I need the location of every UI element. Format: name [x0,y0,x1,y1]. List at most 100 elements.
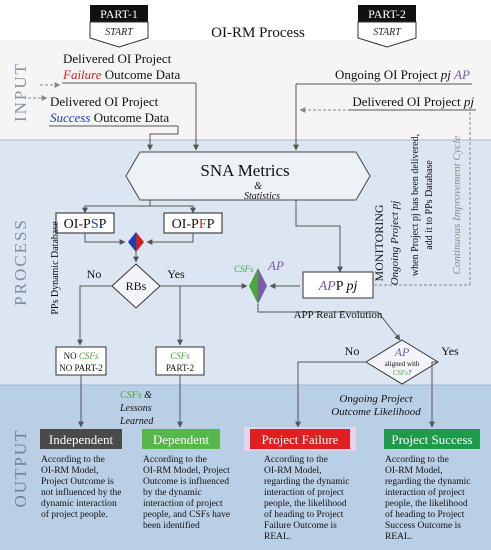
aligned-decision [365,339,439,385]
part1-start-flag: PART-1 START [89,5,149,48]
no-word: NO [64,351,79,361]
part1-start: START [105,27,134,38]
no-csfs-line1: NO CSFs [64,351,99,361]
pfp-f: F [199,217,207,232]
independent-desc-6: of project people. [41,509,108,520]
csfs-part2-line1: CSFs [170,351,190,361]
aligned-csfs: CSFs [393,369,408,377]
failure-rest: Outcome Data [102,67,181,82]
rbs-no: No [87,267,102,281]
oi-psp-label: OI-PSP [64,217,107,232]
output-success-header [384,429,480,449]
output-dependent: Dependent [142,429,220,449]
success-desc-5: people, the likelihood [385,499,468,509]
aligned-ap: AP [394,345,410,359]
output-dependent-header [142,429,220,449]
dependent-desc-2: OI-RM Model, Project [143,466,230,476]
failure-desc-5: people, the likelihood [264,499,347,509]
diagram-title: OI-RM Process [211,25,305,41]
output-independent-title: Independent [49,432,114,447]
output-failure-header [250,429,350,449]
likelihood-line2: Outcome Likelihood [331,406,421,418]
ap-tag: AP [267,258,284,273]
aligned-yes: Yes [441,344,459,358]
part2-start: START [373,27,402,38]
output-success: Project Success [384,429,480,449]
psp-s: S [91,217,99,232]
success-desc-1: According to the [385,455,449,465]
sna-title: SNA Metrics [200,161,289,180]
failure-desc-4: interaction of project [264,487,344,498]
success-desc-3: regarding the dynamic [385,477,470,487]
success-desc-6: of heading to Project [385,509,465,520]
output-independent-header [40,429,122,449]
aligned-q: ? [408,369,412,377]
success-word: Success [50,110,90,125]
success-desc-2: OI-RM Model, [385,466,443,476]
lessons-line2: Lessons [119,403,152,414]
psp-p: P [99,217,107,232]
pps-database-label: PPs Dynamic Database [50,221,61,315]
monitoring-label: MONITORING [372,204,386,281]
no-csfs-word: CSFs [79,351,99,361]
no-csfs-line2: NO PART-2 [59,363,103,373]
lessons-line3: Learned [119,416,154,427]
input-failure-line1: Delivered OI Project [63,51,172,66]
part1-label: PART-1 [100,7,138,21]
csfs-part2-box [155,346,205,376]
aligned-line3: CSFs? [393,369,412,377]
likelihood-line1: Ongoing Project [339,393,413,405]
input-band [0,40,491,140]
independent-desc-1: According to the [41,455,105,465]
output-failure-title: Project Failure [262,432,339,447]
part2-label: PART-2 [368,7,406,21]
failure-desc-8: REAL. [264,532,291,542]
sna-metrics-box [125,151,371,201]
csfs-ap-merge-marker [249,268,267,304]
part2-start-flag: PART-2 START [357,5,417,48]
lessons-line1: CSFs & [120,390,152,401]
output-dependent-title: Dependent [153,432,210,447]
independent-desc-3: Project Outcome is [41,477,114,487]
independent-desc-2: OI-RM Model, [41,466,99,476]
pfp-prefix: OI-P [172,217,199,232]
failure-desc-6: of heading to Project [264,509,344,520]
rbs-label: RBs [126,279,147,293]
rbs-decision [111,263,161,309]
sna-amp: & [254,181,262,192]
monitoring-sub: Ongoing Project pj [389,201,401,286]
psp-prefix: OI-P [64,217,91,232]
input-success-line2: Success Outcome Data [50,110,169,125]
success-rest: Outcome Data [90,110,169,125]
app-ap: AP [318,279,337,294]
delivered-prefix: Delivered OI Project [352,94,464,109]
dependent-desc-1: According to the [143,455,207,465]
input-ongoing: Ongoing OI Project pj AP [335,67,470,82]
failure-word: Failure [62,67,102,82]
failure-desc-7: Failure Outcome is [264,521,337,531]
input-delivered: Delivered OI Project pj [352,94,474,109]
app-pj: pj [346,279,358,294]
failure-desc-3: regarding the dynamic [264,477,349,487]
output-failure: Project Failure [244,427,356,451]
lessons-amp: & [142,390,153,401]
merge-diamond [128,232,144,252]
output-success-title: Project Success [391,432,472,447]
dependent-desc-5: interaction of project [143,498,223,509]
aligned-no: No [345,344,360,358]
input-failure-line2: Failure Outcome Data [62,67,180,82]
output-independent: Independent [40,429,122,449]
continuous-cycle-label: Continuous Improvement Cycle [451,135,463,274]
app-p: P [336,279,344,294]
sna-stats: Statistics [244,191,280,202]
csfs-part2-line2: PART-2 [166,363,194,373]
ongoing-prefix: Ongoing OI Project [335,67,441,82]
no-csfs-box [55,346,107,376]
pfp-p: P [207,217,215,232]
csfs-tag: CSFs [234,264,254,274]
ongoing-ap: AP [453,67,470,82]
oi-pfp-label: OI-PFP [172,217,215,232]
dependent-desc-4: by the dynamic [143,488,202,498]
